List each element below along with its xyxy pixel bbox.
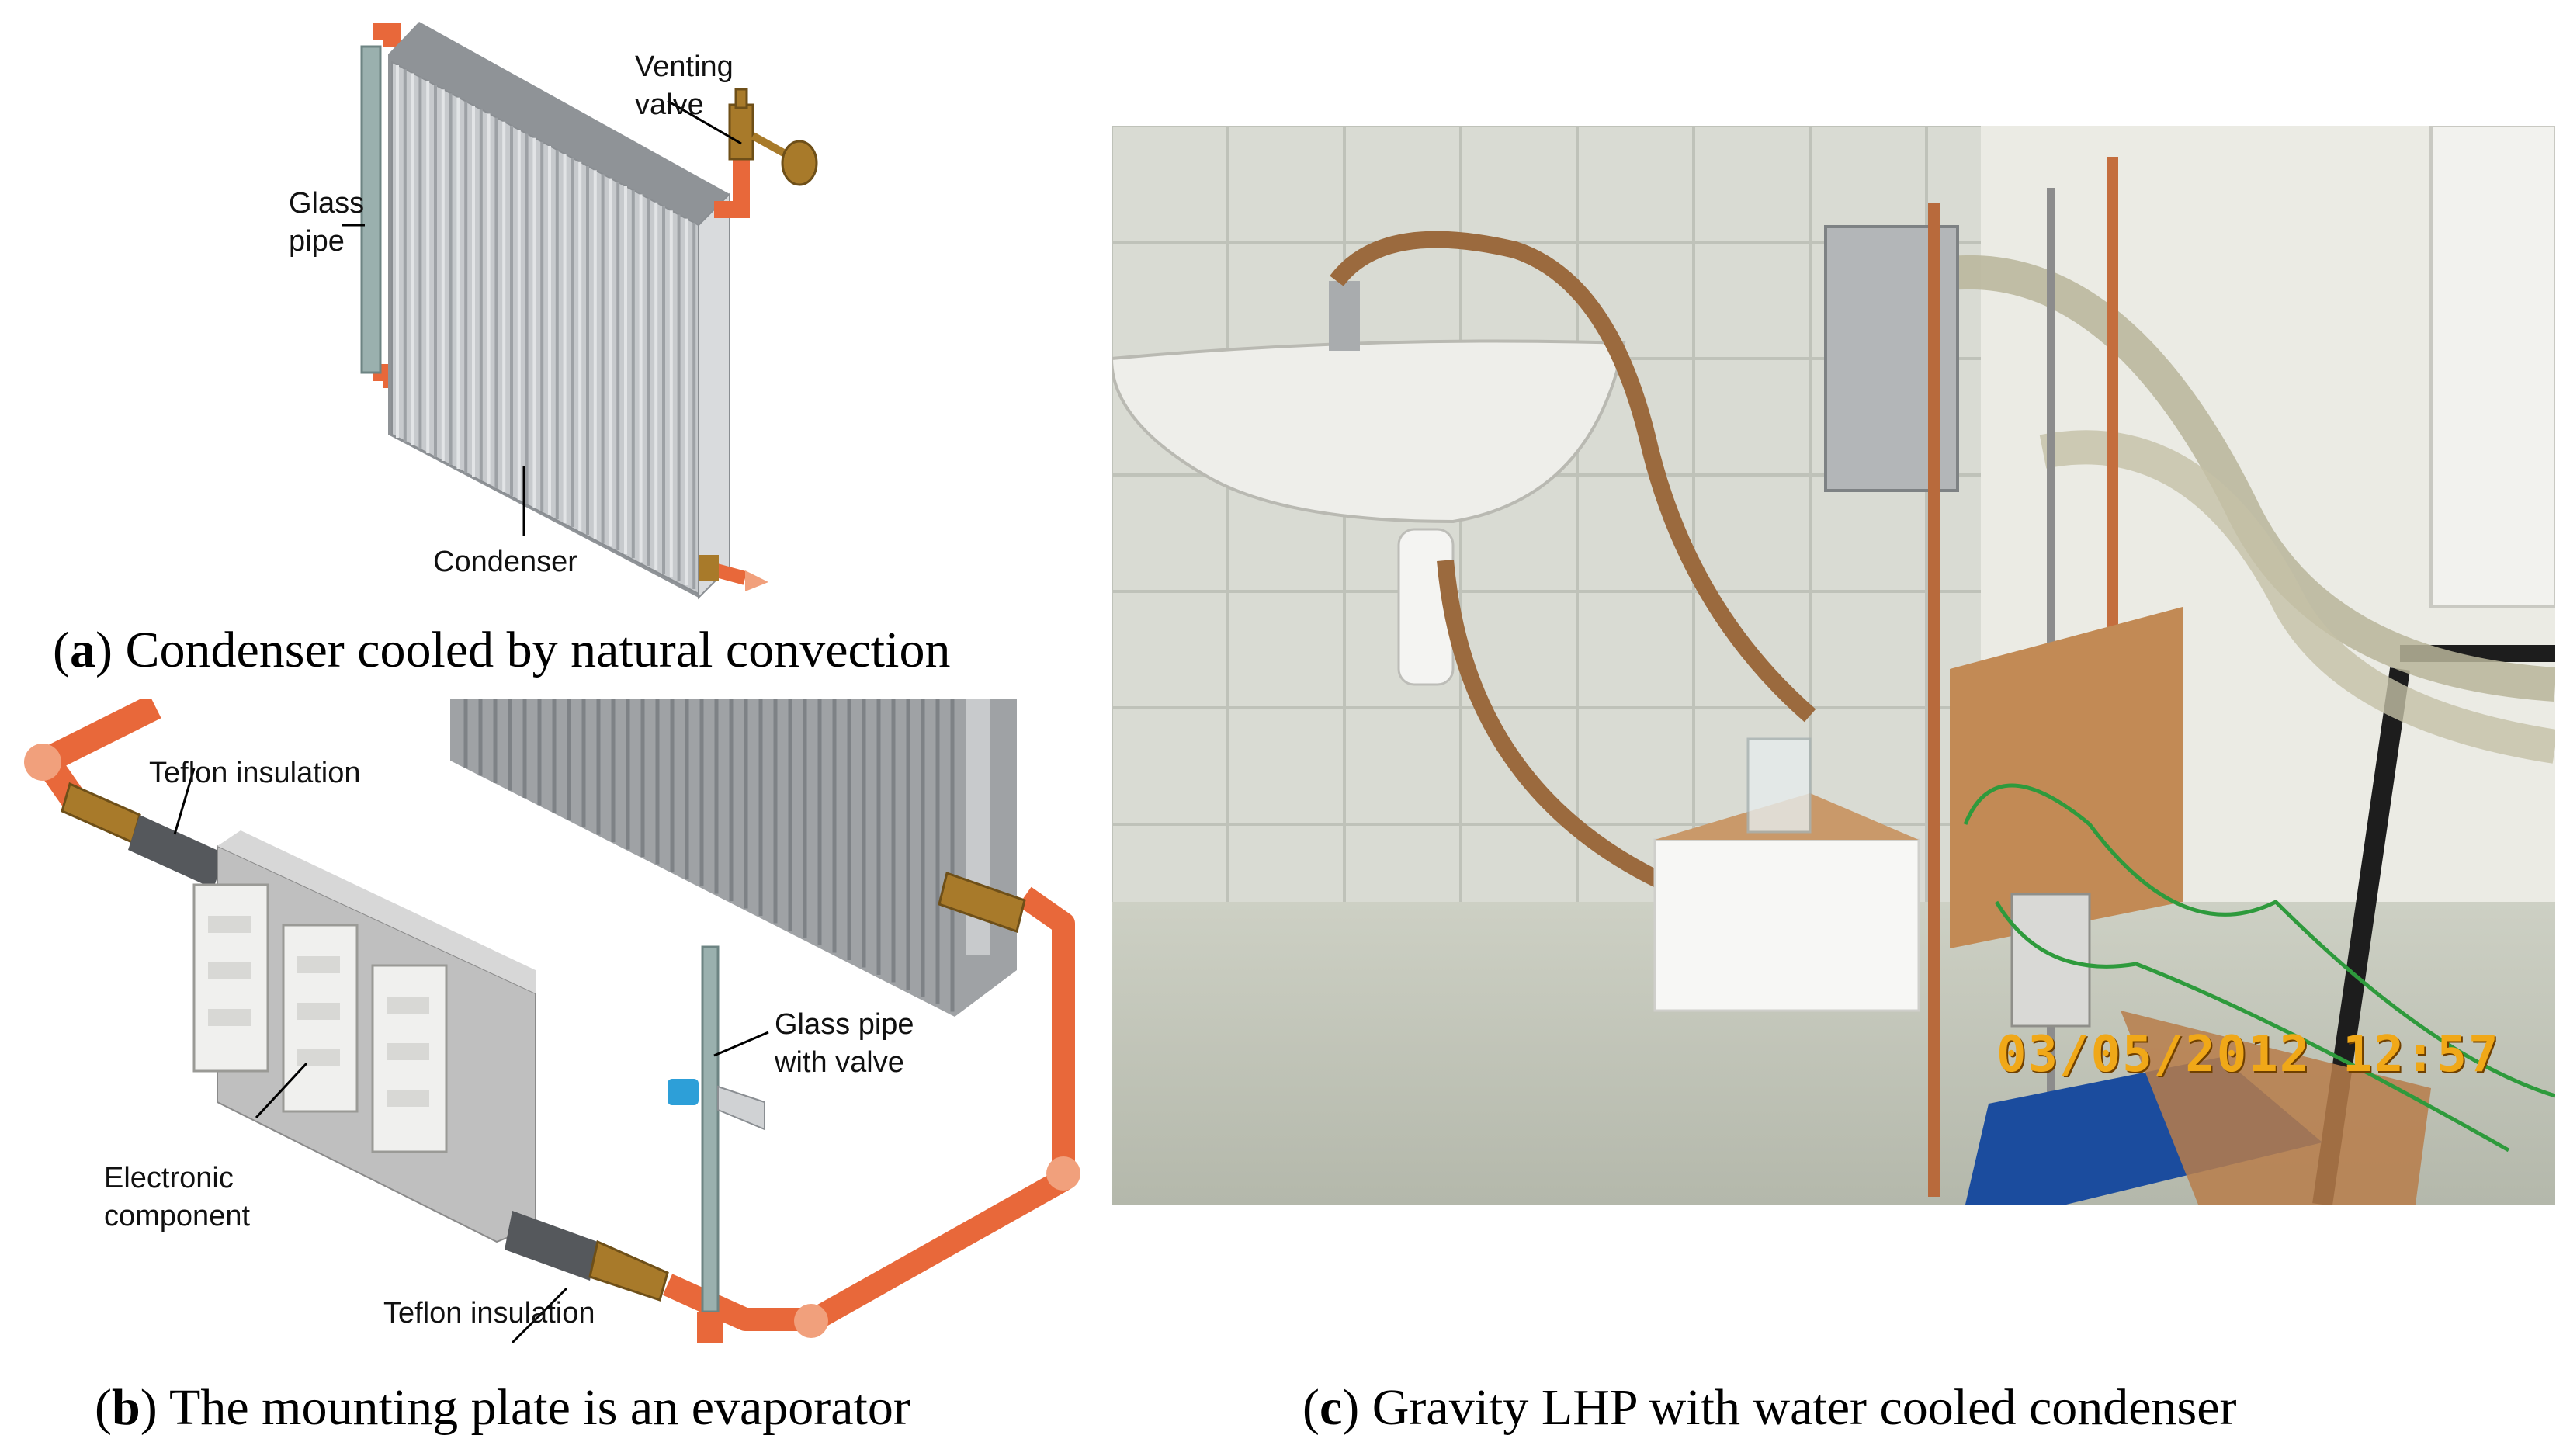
water-hose-in: [1330, 231, 1816, 723]
module-terminal: [208, 962, 251, 979]
panel-a: Venting valve Glass pipe Condenser: [0, 0, 1087, 699]
brass-fitting-left: [61, 782, 141, 844]
caption-a: (a) Condenser cooled by natural convecti…: [53, 622, 951, 678]
evaporator-drawing: [24, 699, 1080, 1344]
teflon-bottom-leader: [511, 1287, 568, 1344]
caption-b-text: The mounting plate is an evaporator: [169, 1379, 910, 1436]
caption-b: (b) The mounting plate is an evaporator: [95, 1379, 910, 1436]
module-terminal: [208, 1009, 251, 1026]
cabinet: [2429, 126, 2555, 608]
label-glass-pipe: Glass pipe: [289, 185, 364, 262]
brass-fitting-bottom: [588, 1239, 669, 1302]
venting-valve-body: [728, 103, 754, 161]
copper-loop-left: [33, 699, 161, 807]
beaker: [1746, 737, 1812, 834]
label-glass-line1: Glass: [289, 187, 365, 220]
top-elbow: [373, 23, 401, 47]
valve-handwheel: [781, 140, 818, 186]
electronic-leader: [255, 1062, 308, 1119]
copper-loop-right: [662, 886, 1075, 1331]
mounting-plate-top: [217, 830, 536, 993]
teflon-insulation-bottom: [505, 1211, 598, 1281]
module-terminal: [387, 997, 429, 1014]
module-terminal: [208, 916, 251, 933]
panel-b: Teflon insulation Glass pipe with valve …: [0, 699, 1102, 1381]
foam-block: [1653, 838, 1920, 1012]
copper-elbow-bottom: [794, 1304, 828, 1338]
caption-c-text: Gravity LHP with water cooled condenser: [1372, 1379, 2237, 1436]
valve-cap: [668, 1079, 699, 1105]
caption-a-text: Condenser cooled by natural convection: [125, 622, 951, 678]
condenser-drawing: [342, 22, 818, 600]
label-glass-pipe-valve: Glass pipe with valve: [775, 1006, 914, 1083]
copper-elbow-right: [1046, 1156, 1080, 1191]
module-terminal: [297, 1049, 340, 1066]
label-venting-line1: Venting: [635, 50, 734, 83]
module-terminal: [387, 1090, 429, 1107]
outlet-tip: [745, 570, 768, 591]
thermocouple-wires-2: [1994, 900, 2510, 1153]
faucet: [1329, 281, 1360, 351]
thermocouple-wires: [1963, 783, 2555, 1098]
label-glass-valve-line1: Glass pipe: [775, 1008, 914, 1041]
module-terminal: [297, 956, 340, 973]
label-glass-line2: pipe: [289, 225, 345, 258]
teflon-insulation-top: [128, 815, 225, 889]
wood-base: [2121, 1011, 2431, 1205]
copper-elbow-left: [24, 744, 61, 781]
caption-c-letter: c: [1319, 1379, 1343, 1436]
label-condenser: Condenser: [433, 546, 577, 578]
radiator-fins: [450, 699, 1017, 1017]
panel-c-photo: 03/05/2012 12:57: [1112, 126, 2555, 1205]
label-teflon-top: Teflon insulation: [149, 757, 361, 789]
valve-spindle: [751, 132, 790, 159]
photo-timestamp: 03/05/2012 12:57: [1996, 1026, 2500, 1083]
wash-basin: [1112, 339, 1626, 524]
label-venting-valve: Venting valve: [635, 48, 734, 125]
glass-pipe-valve: [701, 945, 720, 1313]
lab-setup-photo: [1112, 126, 2555, 1205]
venting-leader: [667, 99, 742, 145]
glass-valve-leader: [713, 1031, 769, 1057]
valve-wing: [717, 1085, 765, 1131]
bottom-fitting: [699, 555, 719, 581]
electronic-modules: [192, 883, 448, 1153]
radiator-fin-lines: [463, 699, 955, 1012]
label-glass-valve-line2: with valve: [775, 1046, 904, 1080]
module-terminal: [297, 1003, 340, 1020]
label-electronic-line2: component: [104, 1200, 251, 1233]
end-plate: [698, 192, 730, 600]
teflon-top-leader: [173, 768, 196, 835]
clear-hose-2: [2039, 430, 2555, 764]
label-electronic-component: Electronic component: [104, 1160, 250, 1236]
caption-a-letter: a: [69, 622, 95, 678]
valve-stem: [734, 88, 748, 109]
module-terminal: [387, 1043, 429, 1060]
brass-fitting-right: [938, 872, 1026, 933]
caption-c: (c) Gravity LHP with water cooled conden…: [1302, 1379, 2237, 1436]
glass-pipe-tee: [697, 1312, 723, 1343]
label-teflon-bottom: Teflon insulation: [383, 1297, 595, 1329]
label-electronic-line1: Electronic: [104, 1162, 234, 1194]
caption-b-letter: b: [111, 1379, 140, 1436]
evaporator-module: [2010, 893, 2091, 1028]
label-venting-line2: valve: [635, 88, 704, 122]
glass-pipe: [360, 45, 382, 374]
fins: [396, 65, 696, 589]
